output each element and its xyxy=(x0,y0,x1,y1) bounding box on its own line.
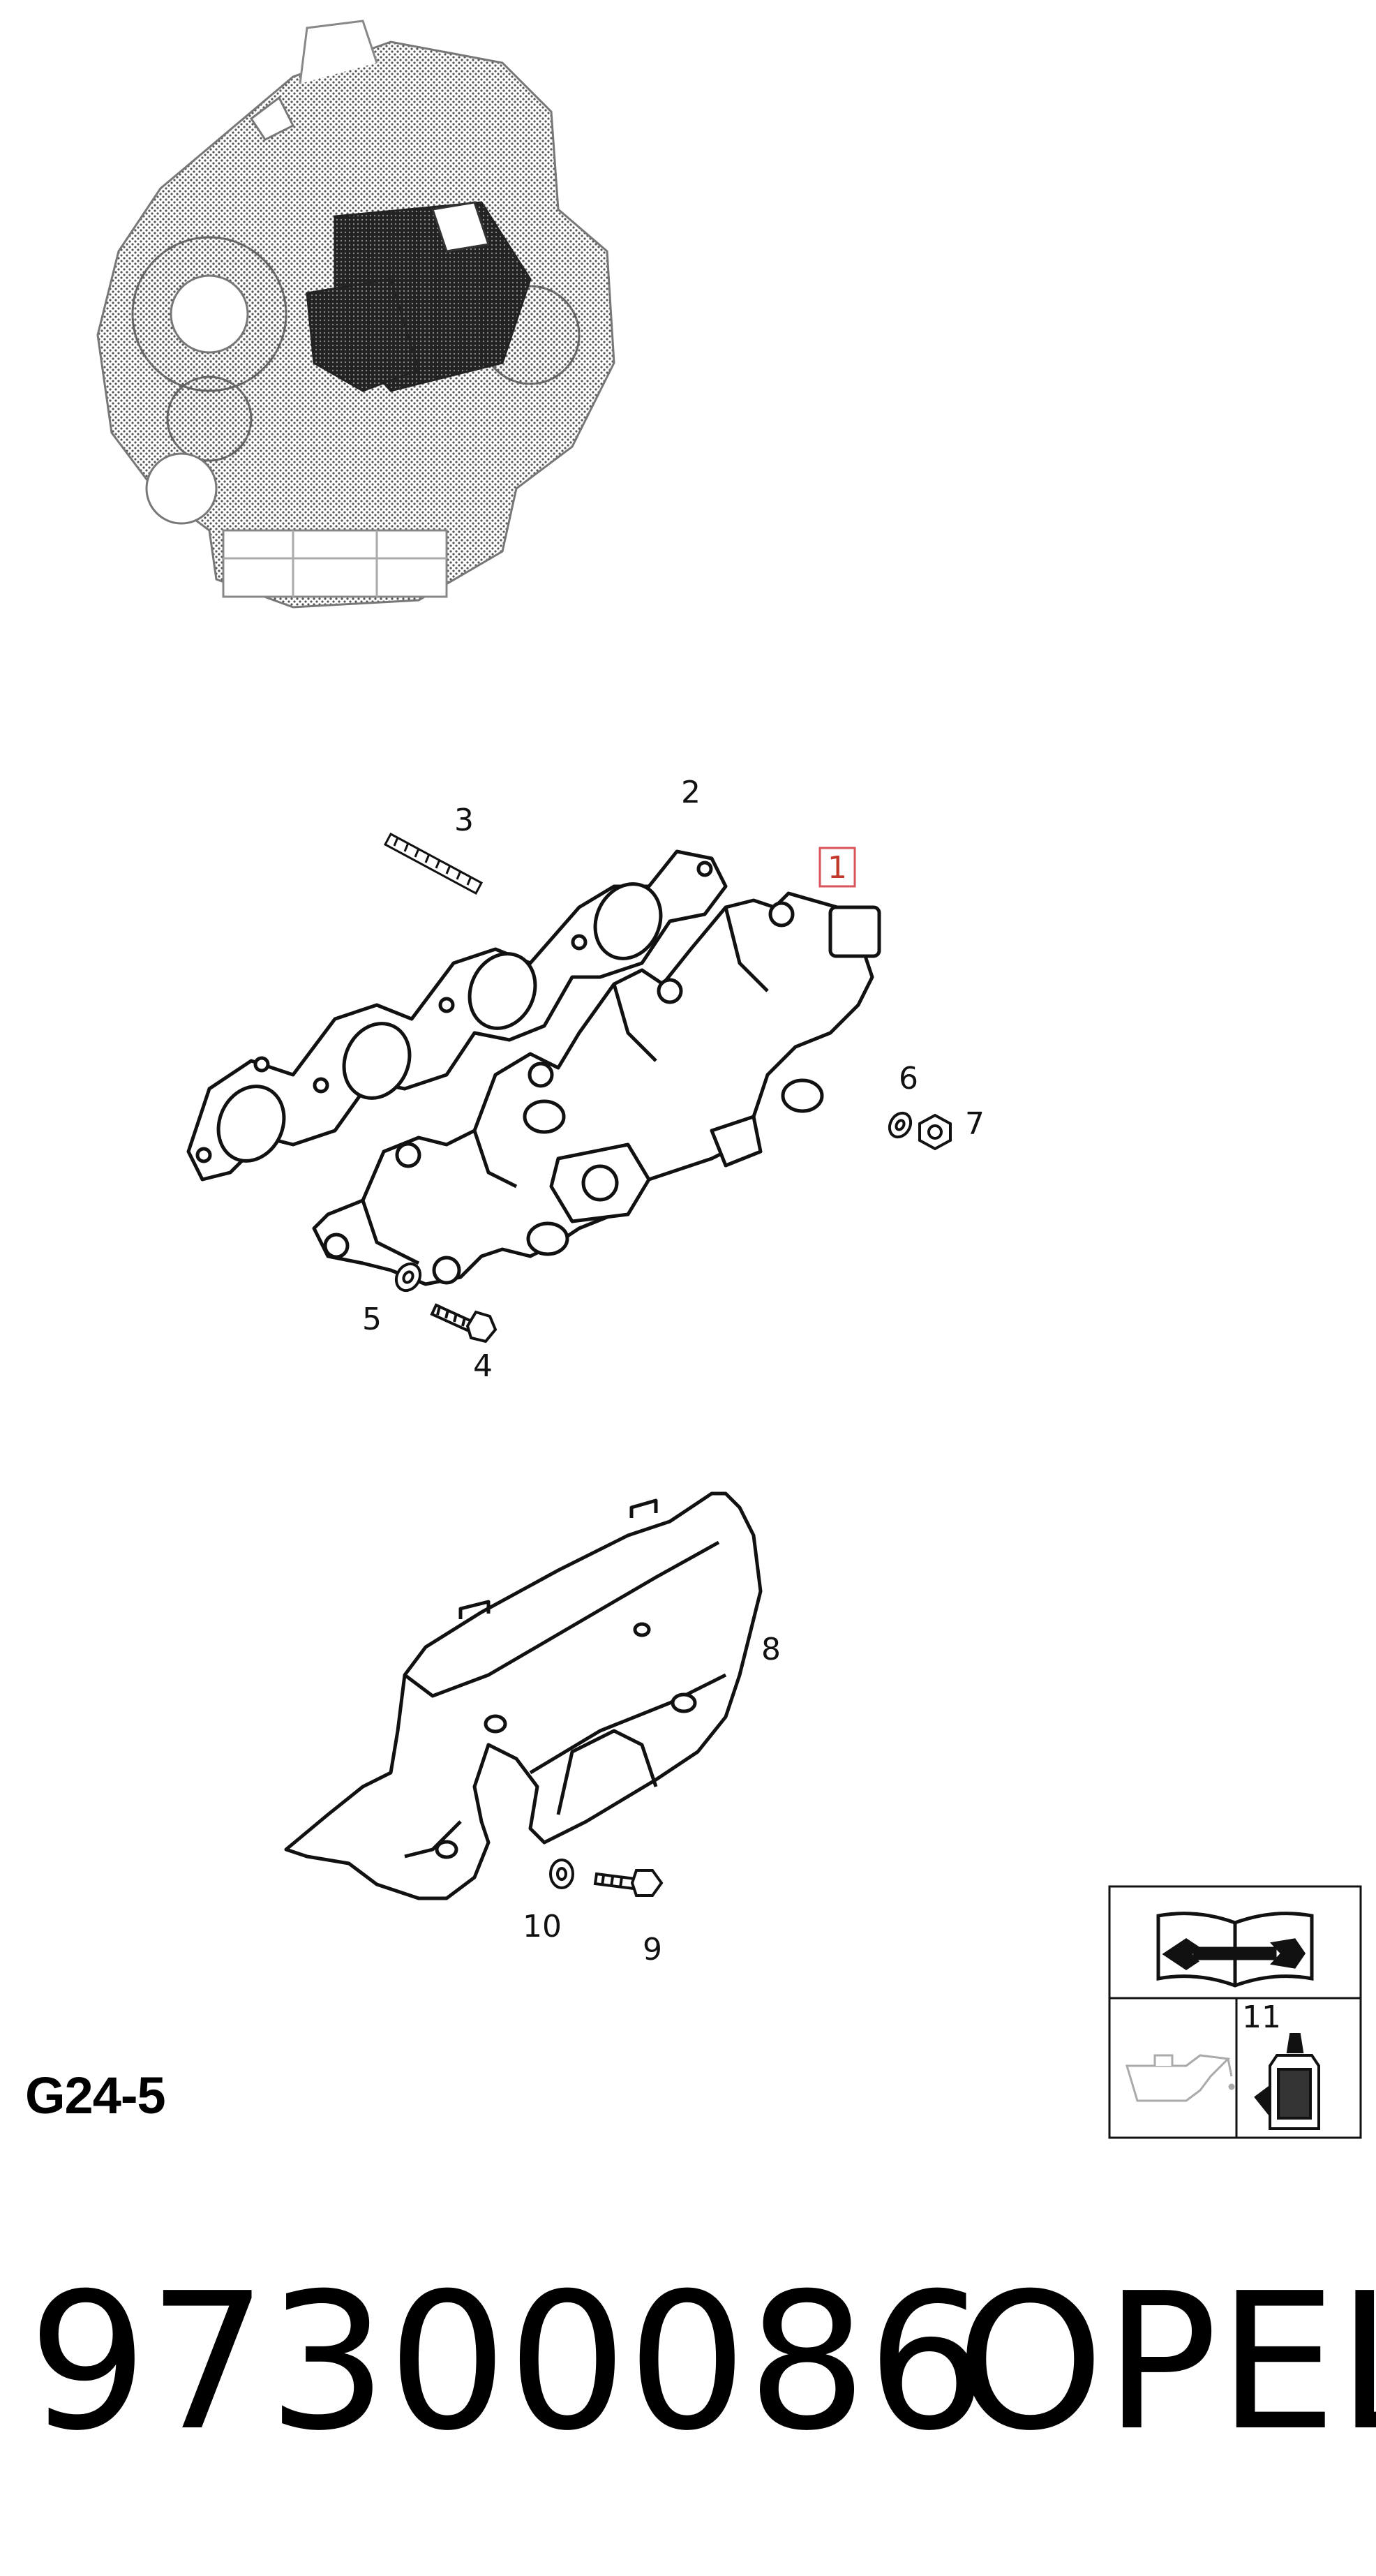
sealant-tube-icon xyxy=(1254,2033,1320,2130)
diagram-code: G24-5 xyxy=(25,2067,166,2124)
callout-stud: 3 xyxy=(454,803,474,838)
part-number: 97300086 xyxy=(28,2252,987,2472)
washer-small xyxy=(888,1111,913,1139)
manual-wrench-book-icon xyxy=(1156,1912,1314,1988)
washer xyxy=(394,1262,422,1293)
callout-washer: 5 xyxy=(362,1302,382,1337)
callout-washer-small: 6 xyxy=(899,1061,918,1096)
callout-highlighted: 1 xyxy=(818,847,856,888)
exhaust-manifold xyxy=(312,891,881,1286)
callout-heat-shield: 8 xyxy=(761,1632,781,1667)
heat-shield xyxy=(284,1491,763,1900)
bolt xyxy=(430,1303,498,1343)
shield-washer xyxy=(549,1859,574,1889)
callout-bolt: 4 xyxy=(473,1348,493,1384)
legend-box xyxy=(1108,1885,1362,2139)
exhaust-gasket xyxy=(186,849,728,1182)
callout-shield-washer: 10 xyxy=(523,1909,562,1944)
callout-shield-bolt: 9 xyxy=(643,1932,662,1967)
engine-overview-illustration xyxy=(96,20,615,609)
shield-bolt xyxy=(593,1869,664,1897)
brand-name: OPEL xyxy=(956,2252,1376,2472)
callout-sealant: 11 xyxy=(1242,2000,1281,2035)
svg-text:1: 1 xyxy=(828,850,847,886)
stud xyxy=(383,832,484,895)
callout-gasket: 2 xyxy=(681,775,701,810)
callout-nut: 7 xyxy=(965,1106,985,1142)
nut xyxy=(918,1113,952,1151)
oil-can-icon xyxy=(1125,2054,1235,2102)
